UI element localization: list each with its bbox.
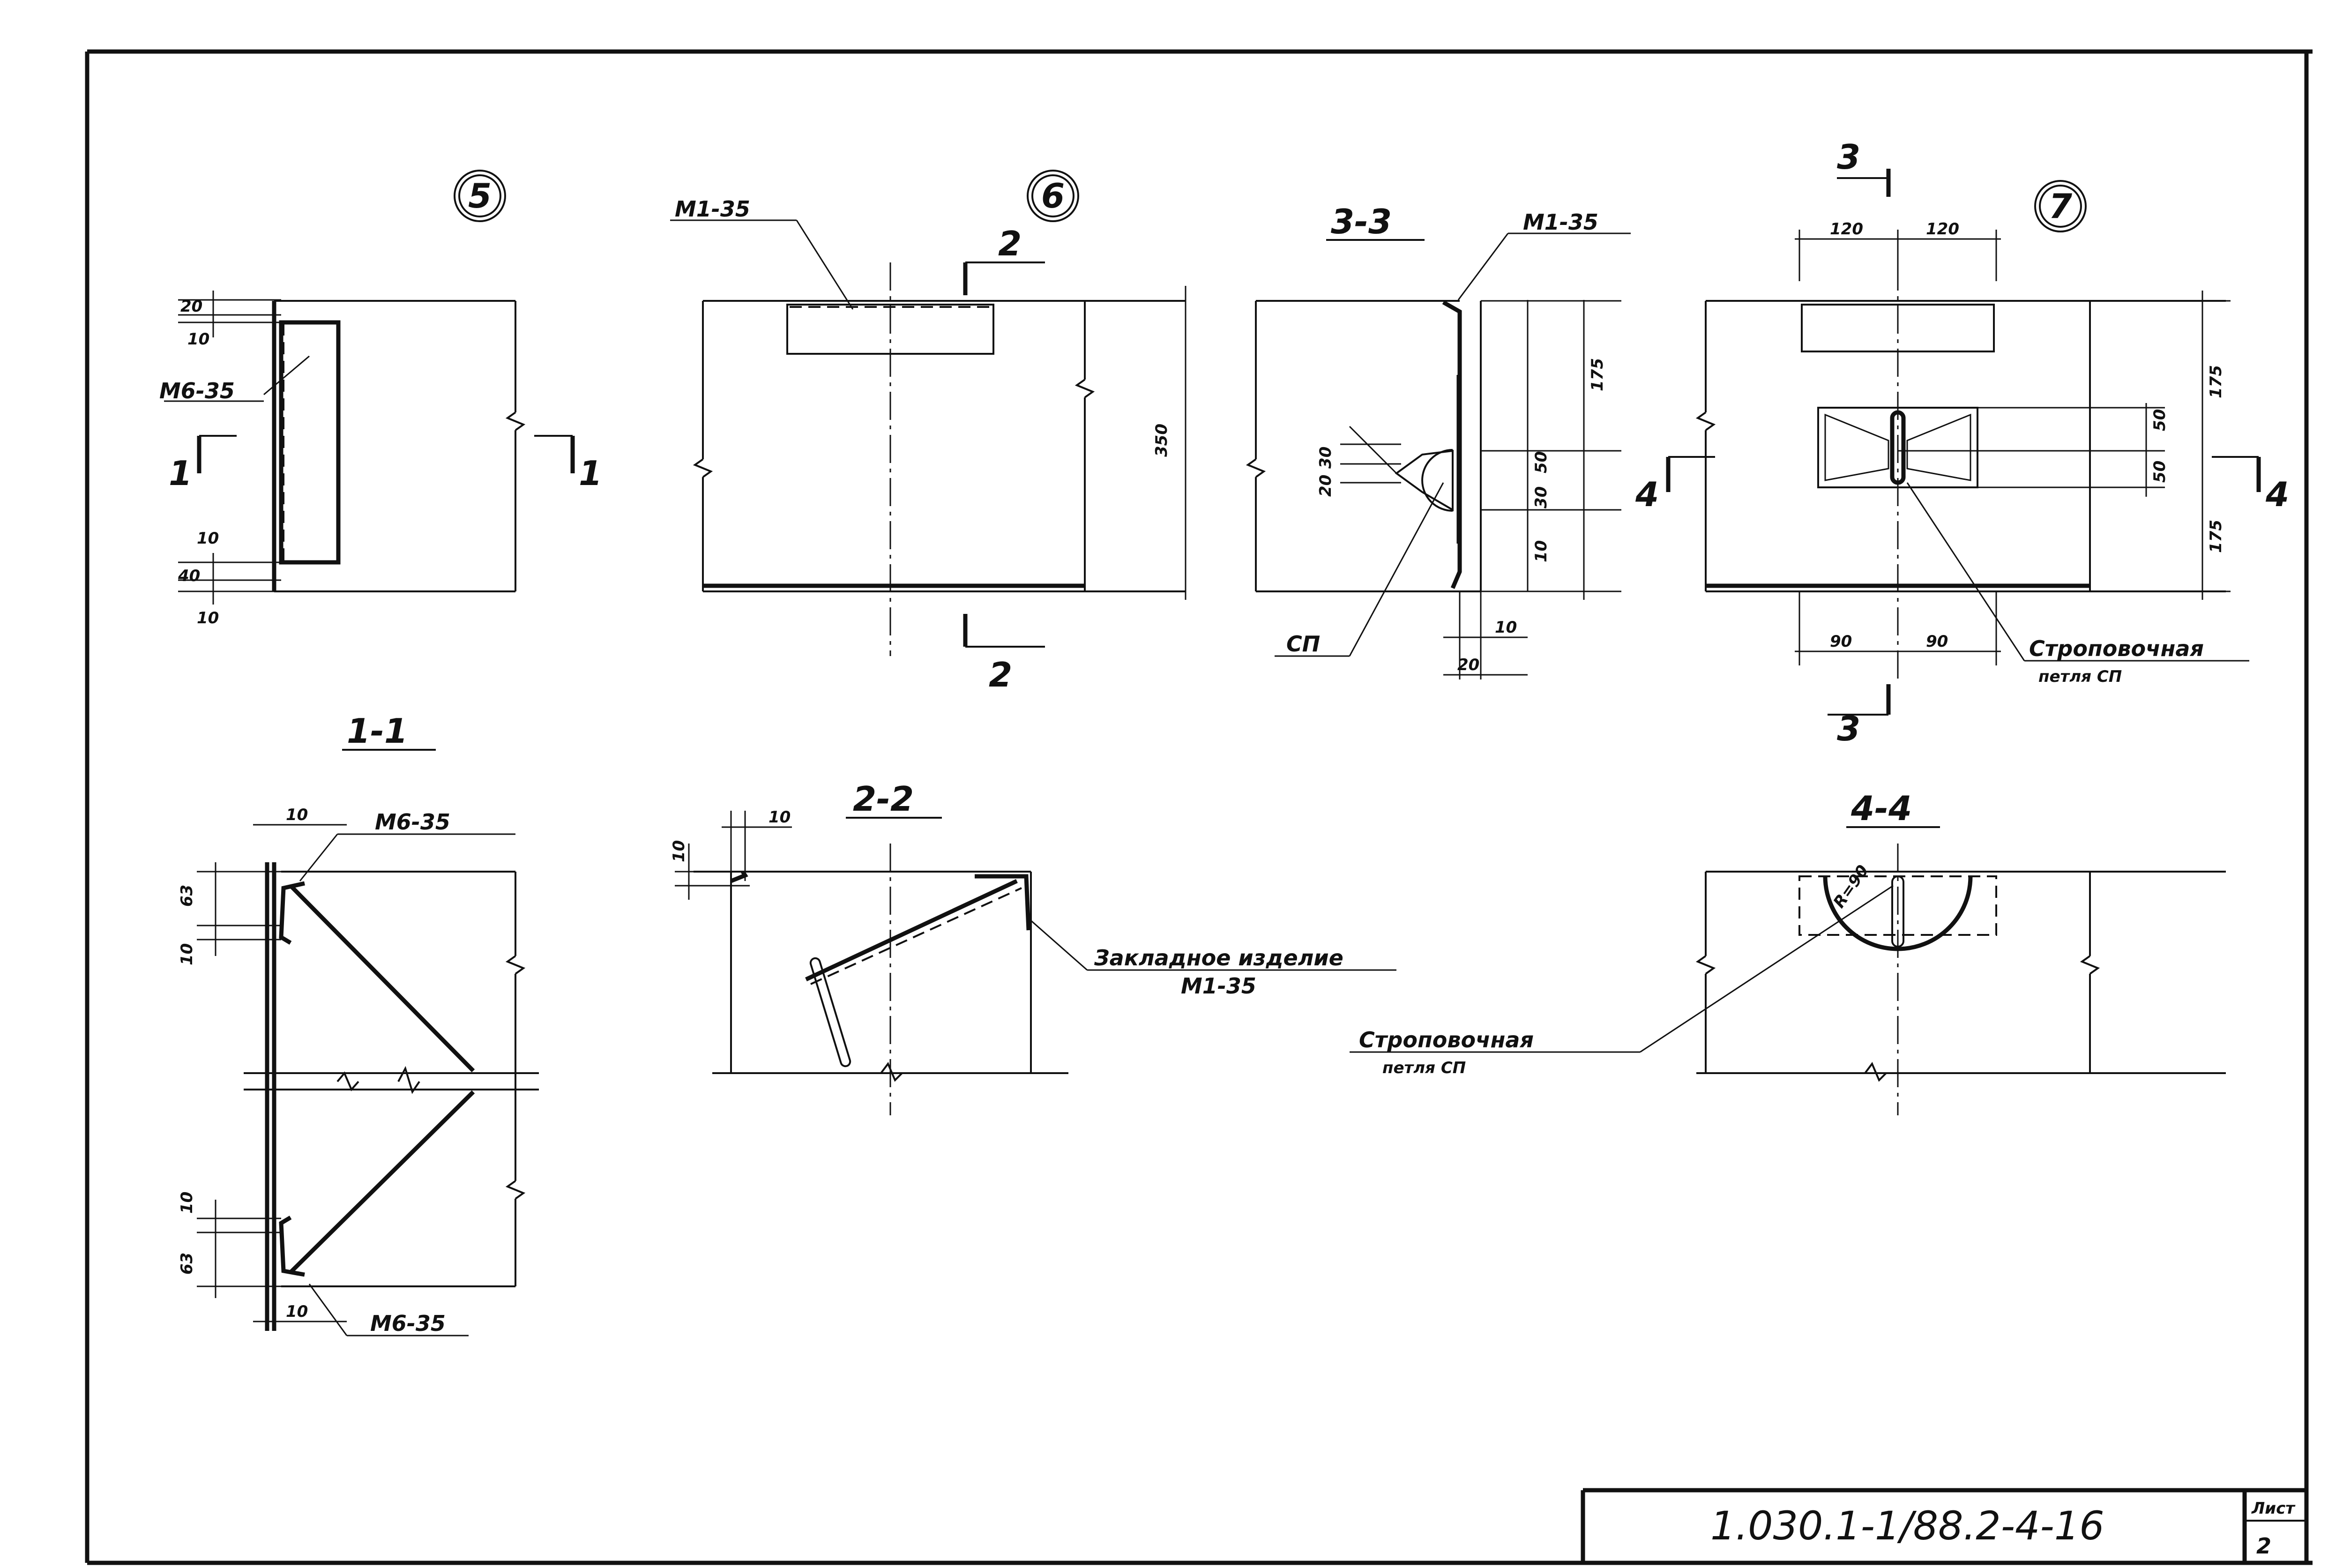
node-5-m635-label: М6-35 (159, 378, 235, 403)
node-5-callout-circle (454, 170, 506, 222)
node-5-view: 5 М6-35 20 10 10 40 10 1 1 (159, 170, 602, 627)
svg-text:10: 10 (197, 529, 219, 548)
embedded-part-m635 (279, 320, 341, 565)
node-6-m135-label: М1-35 (675, 196, 750, 222)
svg-text:10: 10 (197, 609, 219, 627)
svg-text:10: 10 (670, 840, 688, 862)
section-2-2-embed-label-1: Закладное изделие (1094, 945, 1343, 971)
node-7-callout-circle (2034, 180, 2087, 232)
cut-2-top: 2 (998, 224, 1022, 263)
section-4-4-title: 4-4 (1851, 789, 1912, 828)
svg-text:10: 10 (178, 943, 196, 965)
svg-text:20: 20 (1316, 475, 1335, 497)
svg-text:120: 120 (1830, 220, 1863, 239)
section-2-2-anchor-bar (809, 957, 851, 1068)
svg-text:40: 40 (178, 567, 200, 585)
svg-text:10: 10 (178, 1192, 196, 1214)
section-4-4-loop-label-1: Строповочная (1359, 1027, 1534, 1053)
node-6-view: 6 М1-35 350 2 2 (670, 170, 1186, 694)
svg-text:90: 90 (1830, 632, 1852, 651)
cut-2-bottom: 2 (989, 655, 1012, 694)
svg-text:175: 175 (2207, 365, 2225, 398)
svg-text:20: 20 (180, 297, 202, 316)
lifting-loop-sp (1890, 410, 1906, 485)
node-6-callout-circle (1027, 170, 1079, 222)
svg-text:50: 50 (1532, 451, 1551, 473)
node-7-loop-label-1: Строповочная (2029, 636, 2204, 661)
cut-1-left: 1 (169, 454, 192, 493)
svg-text:10: 10 (286, 1302, 308, 1321)
node-7-loop-label-2: петля СП (2038, 667, 2122, 686)
section-2-2-title: 2-2 (853, 779, 914, 819)
svg-text:90: 90 (1926, 632, 1948, 651)
svg-text:10: 10 (187, 330, 209, 349)
node-7-embedded-top (1801, 304, 1995, 352)
section-4-4-loop-arc (1823, 876, 1973, 951)
node-7-callout-text: 7 (2049, 187, 2072, 226)
section-4-4-view: 4-4 R=90 Строповочная петля СП (1350, 789, 2226, 1115)
cut-4-left: 4 (1635, 475, 1659, 514)
svg-text:10: 10 (1532, 540, 1551, 562)
cut-3-top: 3 (1837, 137, 1860, 177)
document-code: 1.030.1-1/88.2-4-16 (1710, 1503, 2104, 1549)
svg-text:50: 50 (2150, 409, 2169, 431)
sheet-label: Лист (2251, 1499, 2296, 1518)
cut-3-bottom: 3 (1837, 709, 1860, 748)
section-1-1-m635-bottom: М6-35 (370, 1311, 446, 1336)
svg-text:10: 10 (769, 808, 791, 827)
section-4-4-loop-label-2: петля СП (1382, 1059, 1466, 1077)
node-5-callout-text: 5 (468, 176, 492, 216)
sheet-number: 2 (2256, 1533, 2271, 1559)
svg-text:50: 50 (2150, 461, 2169, 483)
section-3-3-view: 3-3 М1-35 30 20 175 50 30 10 10 (1246, 202, 1631, 679)
svg-text:175: 175 (1588, 358, 1607, 391)
svg-text:10: 10 (286, 806, 308, 824)
title-block: 1.030.1-1/88.2-4-16 Лист 2 (1581, 1488, 2306, 1563)
section-1-1-title: 1-1 (347, 711, 408, 751)
node-6-callout-text: 6 (1041, 176, 1065, 216)
section-3-3-m135-label: М1-35 (1523, 209, 1598, 235)
svg-text:10: 10 (1495, 618, 1517, 637)
svg-text:120: 120 (1926, 220, 1959, 239)
cut-4-right: 4 (2265, 475, 2289, 514)
svg-text:20: 20 (1457, 656, 1479, 674)
node-7-view: 7 3 3 120 120 50 50 175 (1635, 137, 2289, 748)
section-2-2-embed-label-2: М1-35 (1181, 973, 1256, 999)
svg-text:350: 350 (1152, 424, 1171, 457)
section-2-2-view: 2-2 Закладное изделие М1-35 10 10 (670, 779, 1396, 1115)
section-1-1-m635-top: М6-35 (375, 809, 450, 835)
svg-text:175: 175 (2207, 520, 2225, 553)
section-3-3-sp-label: СП (1286, 631, 1320, 657)
svg-text:63: 63 (178, 885, 196, 907)
cut-1-right: 1 (579, 454, 602, 493)
svg-text:30: 30 (1316, 447, 1335, 469)
svg-text:30: 30 (1532, 486, 1551, 508)
section-3-3-title: 3-3 (1331, 202, 1392, 241)
svg-text:63: 63 (178, 1253, 196, 1275)
sheet-frame (85, 49, 2313, 1565)
section-1-1-view: 1-1 М6-35 М6-35 10 10 63 10 (178, 711, 539, 1337)
